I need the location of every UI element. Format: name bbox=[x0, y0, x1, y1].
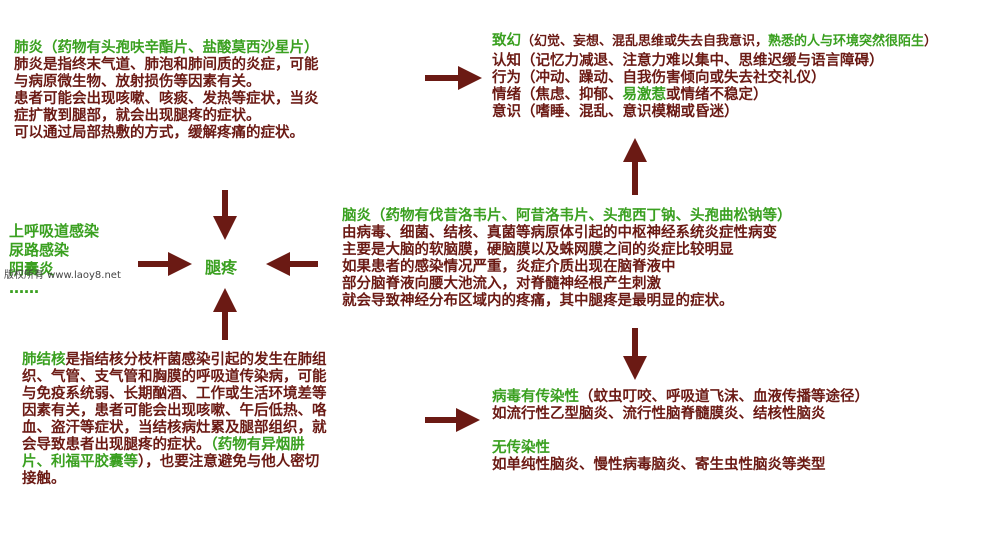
delirium-desc-a: （幻觉、妄想、混乱思维或失去自我意识， bbox=[521, 34, 769, 49]
encephalitis-line-3: 如果患者的感染情况严重，炎症介质出现在脑脊液中 bbox=[342, 259, 676, 275]
encephalitis-drugs: （药物有伐昔洛韦片、阿昔洛韦片、头孢西丁钠、头孢曲松钠等） bbox=[371, 208, 792, 224]
other-cause-uti: 尿路感染 bbox=[9, 241, 70, 259]
other-cause-etc: …… bbox=[9, 279, 39, 297]
delirium-label-emotion: 情绪 bbox=[492, 87, 521, 103]
center-leg-pain: 腿疼 bbox=[205, 258, 238, 277]
tuberculosis-line-7: 接触。 bbox=[22, 471, 66, 487]
pneumonia-drugs: （药物有头孢呋辛酯片、盐酸莫西沙星片） bbox=[43, 40, 319, 56]
contagious-title: 病毒有传染性 bbox=[492, 389, 579, 405]
tuberculosis-line-6b: ），也要注意避免与他人密切 bbox=[138, 454, 320, 470]
delirium-block: 致幻（幻觉、妄想、混乱思维或失去自我意识，熟悉的人与环境突然很陌生） 认知（记忆… bbox=[492, 33, 997, 121]
encephalitis-line-4: 部分脑脊液向腰大池流入，对脊髓神经根产生刺激 bbox=[342, 276, 661, 292]
tuberculosis-line-1: 织、气管、支气管和胸膜的呼吸道传染病，可能 bbox=[22, 369, 327, 385]
delirium-text-emotion-c: 或情绪不稳定） bbox=[666, 87, 768, 103]
other-causes-block: 上呼吸道感染 尿路感染 阴囊炎 …… bbox=[9, 222, 139, 298]
encephalitis-line-5: 就会导致神经分布区域内的疼痛，其中腿疼是最明显的症状。 bbox=[342, 293, 734, 309]
delirium-text-emotion-a: （焦虑、抑郁、 bbox=[521, 87, 623, 103]
delirium-title: 致幻 bbox=[492, 33, 521, 49]
pneumonia-line-5: 可以通过局部热敷的方式，缓解疼痛的症状。 bbox=[14, 125, 304, 141]
encephalitis-block: 脑炎（药物有伐昔洛韦片、阿昔洛韦片、头孢西丁钠、头孢曲松钠等） 由病毒、细菌、结… bbox=[342, 208, 942, 310]
delirium-text-cognition: （记忆力减退、注意力难以集中、思维迟缓与语言障碍） bbox=[521, 53, 884, 69]
non-contagious-examples: 如单纯性脑炎、慢性病毒脑炎、寄生虫性脑炎等类型 bbox=[492, 457, 826, 473]
delirium-label-consciousness: 意识 bbox=[492, 104, 521, 120]
delirium-label-cognition: 认知 bbox=[492, 53, 521, 69]
other-cause-uri: 上呼吸道感染 bbox=[9, 222, 100, 240]
contagious-examples: 如流行性乙型脑炎、流行性脑脊髓膜炎、结核性脑炎 bbox=[492, 406, 826, 422]
tuberculosis-line-6a: 片、利福平胶囊等 bbox=[22, 454, 138, 470]
delirium-text-behavior: （冲动、躁动、自我伤害倾向或失去社交礼仪） bbox=[521, 70, 826, 86]
pneumonia-title: 肺炎 bbox=[14, 40, 43, 56]
delirium-desc-b: 熟悉的人与环境突然很陌生 bbox=[768, 34, 925, 49]
encephalitis-line-1: 由病毒、细菌、结核、真菌等病原体引起的中枢神经系统炎症性病变 bbox=[342, 225, 777, 241]
pneumonia-line-4: 症扩散到腿部，就会出现腿疼的症状。 bbox=[14, 108, 261, 124]
delirium-desc-c: ） bbox=[924, 34, 938, 49]
non-contagious-title: 无传染性 bbox=[492, 440, 550, 456]
tuberculosis-line-5b: （药物有异烟肼 bbox=[210, 437, 305, 453]
tuberculosis-title: 肺结核 bbox=[22, 352, 66, 368]
other-cause-scrotitis: 阴囊炎 bbox=[9, 260, 55, 278]
tuberculosis-line-2: 与免疫系统弱、长期酗酒、工作或生活环境差等 bbox=[22, 386, 327, 402]
delirium-text-emotion-b: 易激惹 bbox=[622, 87, 667, 103]
tuberculosis-line-0: 是指结核分枝杆菌感染引起的发生在肺组 bbox=[65, 352, 327, 368]
pneumonia-line-2: 与病原微生物、放射损伤等因素有关。 bbox=[14, 74, 261, 90]
pneumonia-line-3: 患者可能会出现咳嗽、咳痰、发热等症状，当炎 bbox=[14, 91, 319, 107]
contagious-block: 病毒有传染性（蚊虫叮咬、呼吸道飞沫、血液传播等途径） 如流行性乙型脑炎、流行性脑… bbox=[492, 389, 992, 474]
pneumonia-block: 肺炎（药物有头孢呋辛酯片、盐酸莫西沙星片） 肺炎是指终末气道、肺泡和肺间质的炎症… bbox=[14, 40, 419, 142]
tuberculosis-line-5a: 会导致患者出现腿疼的症状。 bbox=[22, 437, 211, 453]
delirium-text-consciousness: （嗜睡、混乱、意识模糊或昏迷） bbox=[521, 104, 739, 120]
tuberculosis-line-4: 血、盗汗等症状，当结核病灶累及腿部组织，就 bbox=[22, 420, 327, 436]
delirium-label-behavior: 行为 bbox=[492, 70, 521, 86]
pneumonia-line-1: 肺炎是指终末气道、肺泡和肺间质的炎症，可能 bbox=[14, 57, 319, 73]
encephalitis-title: 脑炎 bbox=[342, 208, 371, 224]
watermark: 版权所有 www.laoy8.net bbox=[4, 270, 121, 281]
tuberculosis-block: 肺结核是指结核分枝杆菌感染引起的发生在肺组 织、气管、支气管和胸膜的呼吸道传染病… bbox=[22, 352, 422, 488]
encephalitis-line-2: 主要是大脑的软脑膜，硬脑膜以及蛛网膜之间的炎症比较明显 bbox=[342, 242, 734, 258]
contagious-title-rest: （蚊虫叮咬、呼吸道飞沫、血液传播等途径） bbox=[579, 389, 869, 405]
tuberculosis-line-3: 因素有关，患者可能会出现咳嗽、午后低热、咯 bbox=[22, 403, 327, 419]
